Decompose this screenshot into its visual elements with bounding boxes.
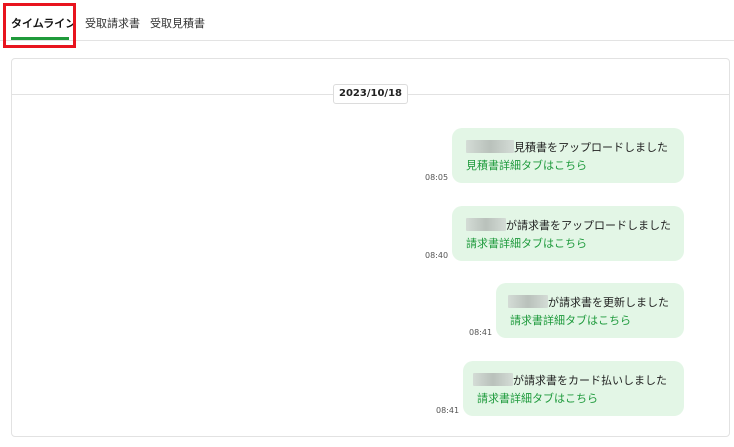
date-badge: 2023/10/18 [333, 84, 408, 104]
invoice-detail-link[interactable]: 請求書詳細タブはこちら [466, 237, 587, 250]
annotation-highlight-box [3, 3, 76, 48]
message-text: が請求書をアップロードしました [506, 219, 671, 232]
tab-received-quotes[interactable]: 受取見積書 [150, 17, 205, 30]
message-text: 見積書をアップロードしました [514, 141, 668, 154]
redacted-name [508, 295, 548, 308]
tab-bar: タイムライン 受取請求書 受取見積書 [0, 0, 734, 41]
tab-timeline[interactable]: タイムライン [11, 17, 77, 30]
tab-received-invoices[interactable]: 受取請求書 [85, 17, 140, 30]
redacted-name [466, 140, 514, 153]
quote-detail-link[interactable]: 見積書詳細タブはこちら [466, 159, 587, 172]
timeline-message: が請求書をカード払いしました 請求書詳細タブはこちら [463, 361, 684, 416]
message-time: 08:41 [436, 406, 460, 415]
timeline-message: 見積書をアップロードしました 見積書詳細タブはこちら [452, 128, 684, 183]
active-tab-indicator [11, 37, 69, 40]
message-time: 08:41 [469, 328, 493, 337]
message-text: が請求書をカード払いしました [513, 374, 667, 387]
redacted-name [473, 373, 513, 386]
invoice-detail-link[interactable]: 請求書詳細タブはこちら [510, 314, 631, 327]
message-time: 08:40 [425, 251, 449, 260]
timeline-message: が請求書を更新しました 請求書詳細タブはこちら [496, 283, 684, 338]
timeline-panel: 2023/10/18 08:05 見積書をアップロードしました 見積書詳細タブは… [11, 58, 730, 437]
redacted-name [466, 218, 506, 231]
message-text: が請求書を更新しました [548, 296, 669, 309]
message-time: 08:05 [425, 173, 449, 182]
timeline-message: が請求書をアップロードしました 請求書詳細タブはこちら [452, 206, 684, 261]
invoice-detail-link[interactable]: 請求書詳細タブはこちら [477, 392, 598, 405]
